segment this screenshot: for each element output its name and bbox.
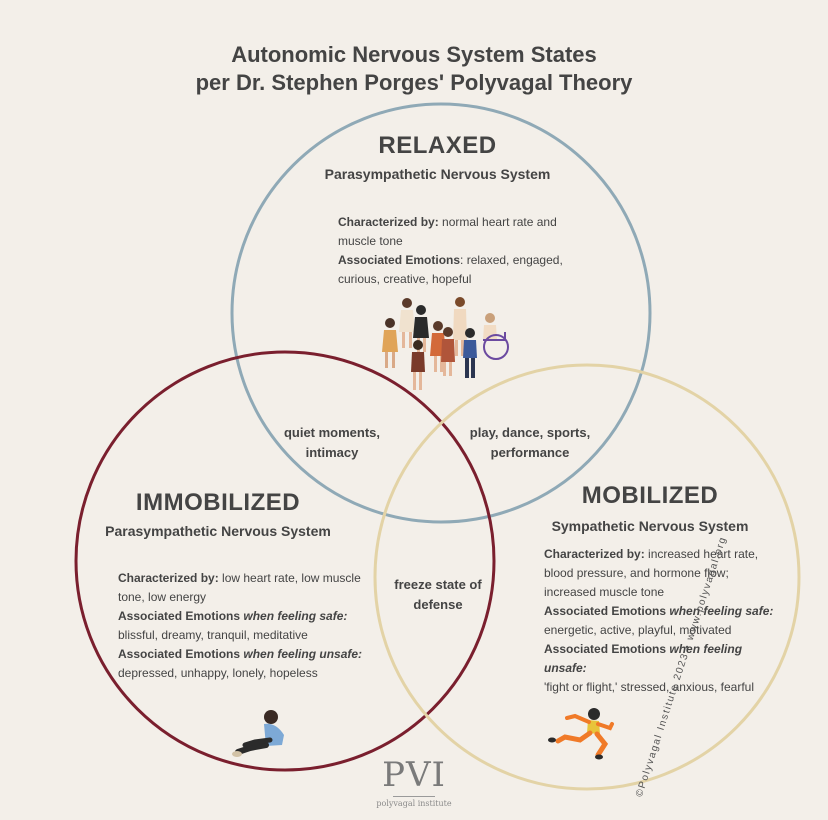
relaxed-characterized-label: Characterized by: <box>338 215 439 229</box>
overlap-immobilized-mobilized: freeze state of defense <box>378 575 498 615</box>
diagram-title-line1: Autonomic Nervous System States <box>0 40 828 70</box>
immobilized-unsafe-values: depressed, unhappy, lonely, hopeless <box>118 664 368 683</box>
mobilized-safe-values: energetic, active, playful, motivated <box>544 621 784 640</box>
mobilized-characterized-text-3: increased muscle tone <box>544 583 784 602</box>
immobilized-safe-qualifier: when feeling safe: <box>243 609 347 623</box>
overlap-immobilized-mobilized-line2: defense <box>378 595 498 615</box>
relaxed-emotions-text-2: curious, creative, hopeful <box>338 270 568 289</box>
immobilized-unsafe-label: Associated Emotions <box>118 647 243 661</box>
relaxed-emotions-label: Associated Emotions <box>338 253 460 267</box>
immobilized-safe-label: Associated Emotions <box>118 609 243 623</box>
relaxed-description: Characterized by: normal heart rate and … <box>338 213 568 289</box>
mobilized-unsafe-values: 'fight or flight,' stressed, anxious, fe… <box>544 678 784 697</box>
mobilized-unsafe-label: Associated Emotions <box>544 642 669 656</box>
overlap-relaxed-immobilized-line1: quiet moments, <box>268 423 396 443</box>
logo-divider <box>393 796 435 797</box>
overlap-relaxed-immobilized: quiet moments, intimacy <box>268 423 396 463</box>
overlap-relaxed-mobilized-line1: play, dance, sports, <box>456 423 604 443</box>
immobilized-circle <box>76 352 494 770</box>
immobilized-characterized-text: low heart rate, low muscle <box>219 571 361 585</box>
relaxed-system: Parasympathetic Nervous System <box>300 166 575 182</box>
relaxed-title: RELAXED <box>335 130 540 162</box>
mobilized-system: Sympathetic Nervous System <box>530 518 770 534</box>
mobilized-characterized-label: Characterized by: <box>544 547 645 561</box>
sitting-person-icon <box>232 710 284 757</box>
relaxed-emotions-text: : relaxed, engaged, <box>460 253 563 267</box>
running-person-icon <box>548 708 612 760</box>
mobilized-characterized-text: increased heart rate, <box>645 547 758 561</box>
group-of-people-icon <box>382 297 508 390</box>
mobilized-title: MOBILIZED <box>560 480 740 512</box>
diagram-title-line2: per Dr. Stephen Porges' Polyvagal Theory <box>0 68 828 98</box>
pvi-logo-name: polyvagal institute <box>354 799 474 808</box>
overlap-relaxed-mobilized: play, dance, sports, performance <box>456 423 604 463</box>
immobilized-system: Parasympathetic Nervous System <box>88 523 348 539</box>
immobilized-characterized-label: Characterized by: <box>118 571 219 585</box>
immobilized-description: Characterized by: low heart rate, low mu… <box>118 569 368 683</box>
immobilized-characterized-text-2: tone, low energy <box>118 588 368 607</box>
relaxed-characterized-text: normal heart rate and <box>439 215 557 229</box>
immobilized-unsafe-qualifier: when feeling unsafe: <box>243 647 362 661</box>
mobilized-description: Characterized by: increased heart rate, … <box>544 545 784 697</box>
relaxed-characterized-text-2: muscle tone <box>338 232 568 251</box>
immobilized-title: IMMOBILIZED <box>118 487 318 519</box>
pvi-logo: PVI <box>369 755 459 795</box>
overlap-relaxed-immobilized-line2: intimacy <box>268 443 396 463</box>
overlap-relaxed-mobilized-line2: performance <box>456 443 604 463</box>
immobilized-safe-values: blissful, dreamy, tranquil, meditative <box>118 626 368 645</box>
mobilized-safe-qualifier: when feeling safe: <box>669 604 773 618</box>
mobilized-characterized-text-2: blood pressure, and hormone flow; <box>544 564 784 583</box>
overlap-immobilized-mobilized-line1: freeze state of <box>378 575 498 595</box>
mobilized-safe-label: Associated Emotions <box>544 604 669 618</box>
